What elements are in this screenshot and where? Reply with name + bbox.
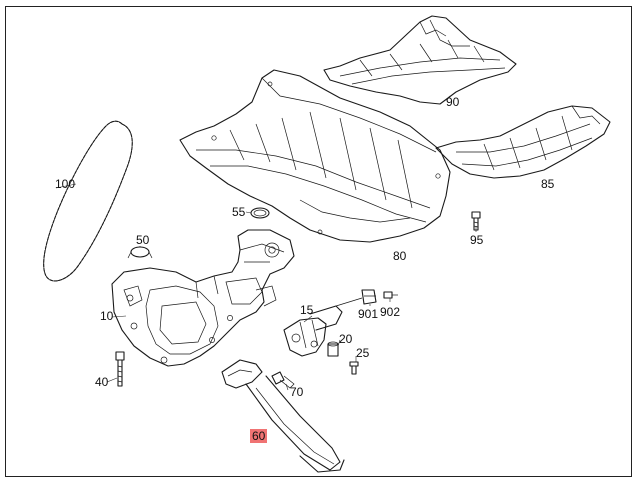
- suction-pipe-60[interactable]: [221, 359, 345, 473]
- part-label-20[interactable]: 20: [339, 332, 353, 346]
- part-label-100[interactable]: 100: [55, 177, 76, 191]
- o-ring-55[interactable]: [250, 207, 270, 219]
- pin-902[interactable]: [383, 291, 398, 299]
- part-label-90[interactable]: 90: [446, 95, 460, 109]
- part-label-60[interactable]: 60: [250, 429, 268, 443]
- clip-50[interactable]: [127, 246, 153, 259]
- bolt-40[interactable]: [115, 351, 125, 387]
- timing-chain-100[interactable]: [43, 120, 133, 282]
- leader-lines: [55, 95, 477, 391]
- part-label-25[interactable]: 25: [356, 346, 370, 360]
- oil-pump-10[interactable]: [111, 229, 295, 367]
- baffle-plate-90[interactable]: [323, 15, 517, 105]
- part-label-70[interactable]: 70: [290, 385, 304, 399]
- part-label-10[interactable]: 10: [100, 309, 114, 323]
- part-label-901[interactable]: 901: [358, 307, 379, 321]
- diagram-frame: [5, 6, 632, 477]
- screw-70[interactable]: [271, 371, 295, 389]
- part-label-85[interactable]: 85: [541, 177, 555, 191]
- part-label-40[interactable]: 40: [95, 375, 109, 389]
- part-label-50[interactable]: 50: [136, 233, 150, 247]
- oil-pan-80[interactable]: [179, 69, 451, 243]
- baffle-85[interactable]: [435, 105, 611, 179]
- part-label-15[interactable]: 15: [300, 303, 314, 317]
- bushing-20[interactable]: [327, 341, 339, 357]
- connector-901[interactable]: [335, 289, 377, 307]
- part-label-902[interactable]: 902: [380, 305, 401, 319]
- solenoid-valve-15[interactable]: [283, 305, 343, 357]
- part-label-55[interactable]: 55: [232, 205, 246, 219]
- bolt-25[interactable]: [349, 361, 359, 375]
- part-label-95[interactable]: 95: [470, 233, 484, 247]
- part-label-80[interactable]: 80: [393, 249, 407, 263]
